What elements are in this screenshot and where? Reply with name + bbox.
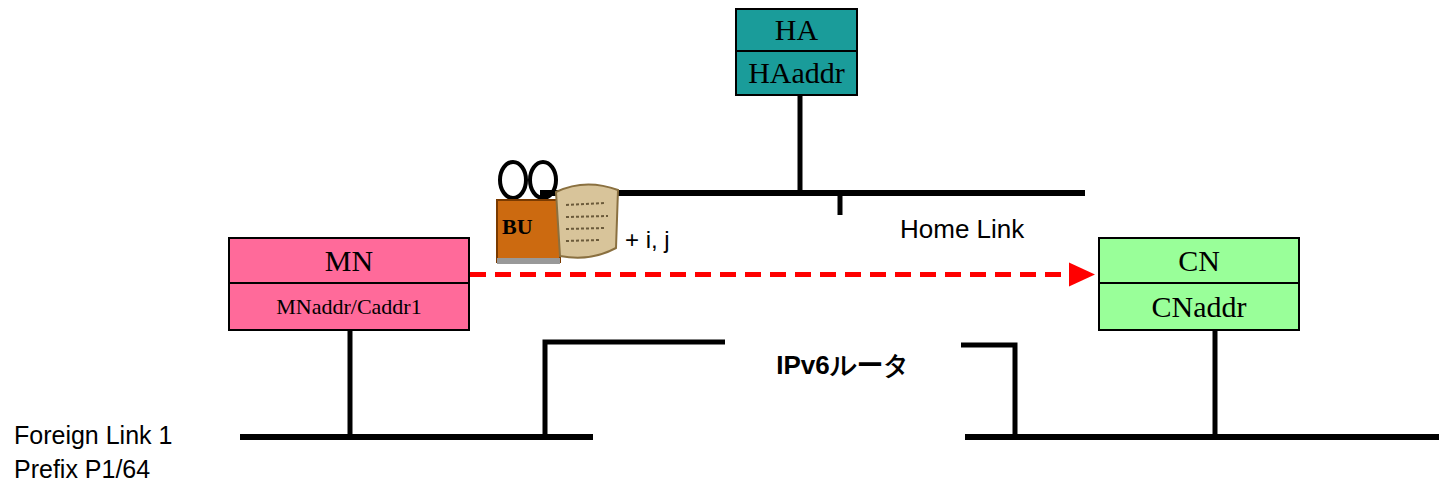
scroll-writing: [566, 203, 608, 241]
node-address: HAaddr: [748, 56, 845, 90]
link-name: Home Link: [900, 214, 1024, 245]
ha-wire: [798, 96, 803, 193]
home-link-bus: [540, 190, 1085, 196]
ribbon-loop: [500, 162, 526, 198]
cn-link-bus: [965, 434, 1439, 440]
prefix-note: Prefix P1/64: [14, 455, 150, 484]
package-box: [497, 200, 560, 262]
router-home-wire: [838, 193, 843, 215]
node-address: MNaddr/Caddr1: [276, 294, 421, 320]
link-name: Foreign Link 1: [14, 421, 172, 450]
option-note: + i, j: [625, 226, 670, 254]
message-scroll: [556, 184, 618, 257]
message-name: BU: [502, 214, 533, 240]
node-name: CN: [1178, 244, 1220, 278]
box-address: HAaddr: [737, 52, 856, 94]
router-foreign-wire: [545, 342, 725, 437]
correspondent-node-box: CN CNaddr: [1098, 237, 1300, 331]
box-address: CNaddr: [1100, 284, 1298, 329]
box-heading: HA: [737, 10, 856, 52]
binding-update-arrow: [470, 263, 1095, 287]
mobile-node-box: MN MNaddr/Caddr1: [228, 237, 470, 331]
home-agent-box: HA HAaddr: [735, 8, 858, 96]
mn-wire: [348, 331, 353, 437]
node-name: HA: [775, 13, 818, 47]
router-cn-wire: [961, 345, 1015, 437]
node-name: MN: [325, 244, 373, 278]
box-heading: CN: [1100, 239, 1298, 284]
ribbon-loop: [530, 162, 556, 198]
router-label: IPv6ルータ: [723, 348, 963, 383]
node-address: CNaddr: [1152, 290, 1247, 324]
box-heading: MN: [230, 239, 468, 284]
package-shadow: [497, 258, 560, 264]
cn-wire: [1213, 331, 1218, 437]
foreign-link-bus: [240, 434, 593, 440]
box-address: MNaddr/Caddr1: [230, 284, 468, 329]
